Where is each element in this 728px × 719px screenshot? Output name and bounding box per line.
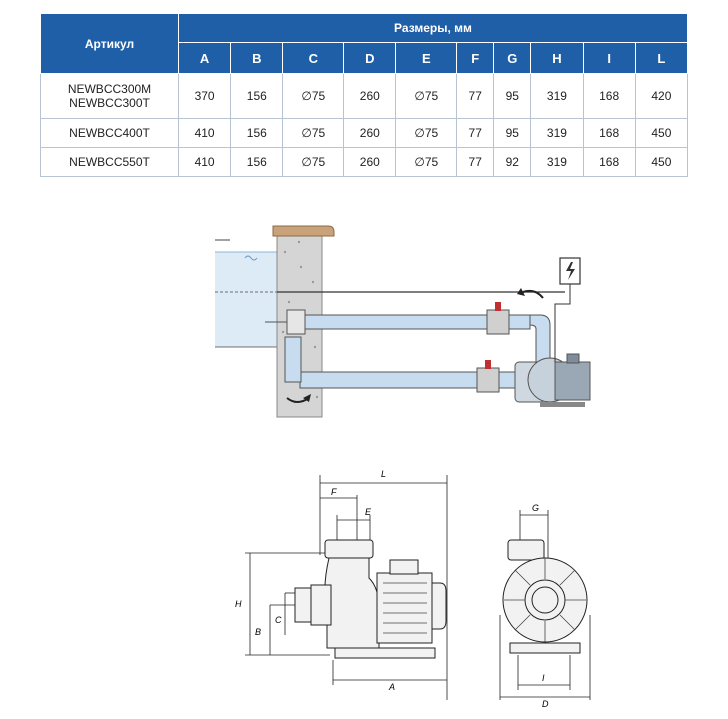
installation-diagram [215, 225, 591, 418]
column-header-i: I [582, 42, 636, 74]
table-row: NEWBCC400T 410 156 ∅75 260 ∅75 77 95 319… [40, 118, 689, 148]
article-header: Артикул [40, 13, 179, 74]
column-header-g: G [493, 42, 532, 74]
label-d: D [542, 699, 549, 709]
value-cell: 156 [230, 147, 284, 177]
table-row: NEWBCC300M NEWBCC300T 370 156 ∅75 260 ∅7… [40, 73, 689, 119]
article-cell: NEWBCC550T [40, 147, 179, 177]
table-row: NEWBCC550T 410 156 ∅75 260 ∅75 77 92 319… [40, 147, 689, 177]
label-e: E [365, 507, 372, 517]
column-header-l: L [634, 42, 689, 74]
value-cell: 95 [493, 73, 532, 119]
value-cell: ∅75 [282, 118, 345, 148]
value-cell: ∅75 [282, 147, 345, 177]
column-header-e: E [395, 42, 458, 74]
value-cell: 420 [634, 73, 689, 119]
value-cell: ∅75 [395, 118, 458, 148]
column-header-c: C [282, 42, 345, 74]
power-cable [554, 284, 571, 362]
value-cell: 410 [177, 147, 232, 177]
value-cell: 319 [530, 147, 584, 177]
valve-handle [485, 360, 491, 369]
value-cell: 450 [634, 147, 689, 177]
value-cell: 370 [177, 73, 232, 119]
impeller-ribs [504, 558, 586, 642]
value-cell: 260 [343, 147, 397, 177]
motor-fins [383, 582, 427, 634]
pump-front-view-drawing: G I D [499, 503, 591, 709]
value-cell: 77 [456, 118, 495, 148]
value-cell: 95 [493, 118, 532, 148]
value-cell: 156 [230, 73, 284, 119]
label-b: B [255, 627, 261, 637]
label-c: C [275, 615, 282, 625]
dimensions-group-header: Размеры, мм [178, 13, 688, 43]
column-header-f: F [456, 42, 495, 74]
electricity-icon [566, 262, 575, 280]
value-cell: 77 [456, 147, 495, 177]
label-f: F [331, 487, 337, 497]
label-h: H [235, 599, 242, 609]
value-cell: 319 [530, 118, 584, 148]
value-cell: ∅75 [395, 73, 458, 119]
pump-side-view-drawing: L F E H C B A [235, 469, 448, 700]
article-cell: NEWBCC400T [40, 118, 179, 148]
flow-arrow [522, 289, 544, 299]
pool-water [215, 252, 277, 347]
label-l: L [381, 469, 386, 479]
value-cell: 77 [456, 73, 495, 119]
value-cell: 260 [343, 118, 397, 148]
inlet-fitting [286, 309, 306, 335]
label-a: A [388, 682, 395, 692]
value-cell: ∅75 [282, 73, 345, 119]
value-cell: 168 [582, 73, 636, 119]
value-cell: 450 [634, 118, 689, 148]
dimensions-table: Артикул Размеры, мм A B C D E F G H I L … [40, 13, 689, 177]
column-header-h: H [530, 42, 584, 74]
value-cell: 168 [582, 147, 636, 177]
value-cell: 156 [230, 118, 284, 148]
label-g: G [532, 503, 539, 513]
column-header-a: A [177, 42, 232, 74]
suction-valve [476, 367, 500, 393]
value-cell: 410 [177, 118, 232, 148]
label-i: I [542, 673, 545, 683]
value-cell: 319 [530, 73, 584, 119]
column-header-d: D [343, 42, 397, 74]
value-cell: ∅75 [395, 147, 458, 177]
valve-handle [495, 302, 501, 311]
value-cell: 168 [582, 118, 636, 148]
value-cell: 92 [493, 147, 532, 177]
column-header-b: B [230, 42, 284, 74]
pump-drawing [514, 353, 591, 407]
value-cell: 260 [343, 73, 397, 119]
pool-coping [272, 225, 335, 237]
article-cell: NEWBCC300M NEWBCC300T [40, 73, 179, 119]
return-valve [486, 309, 510, 335]
